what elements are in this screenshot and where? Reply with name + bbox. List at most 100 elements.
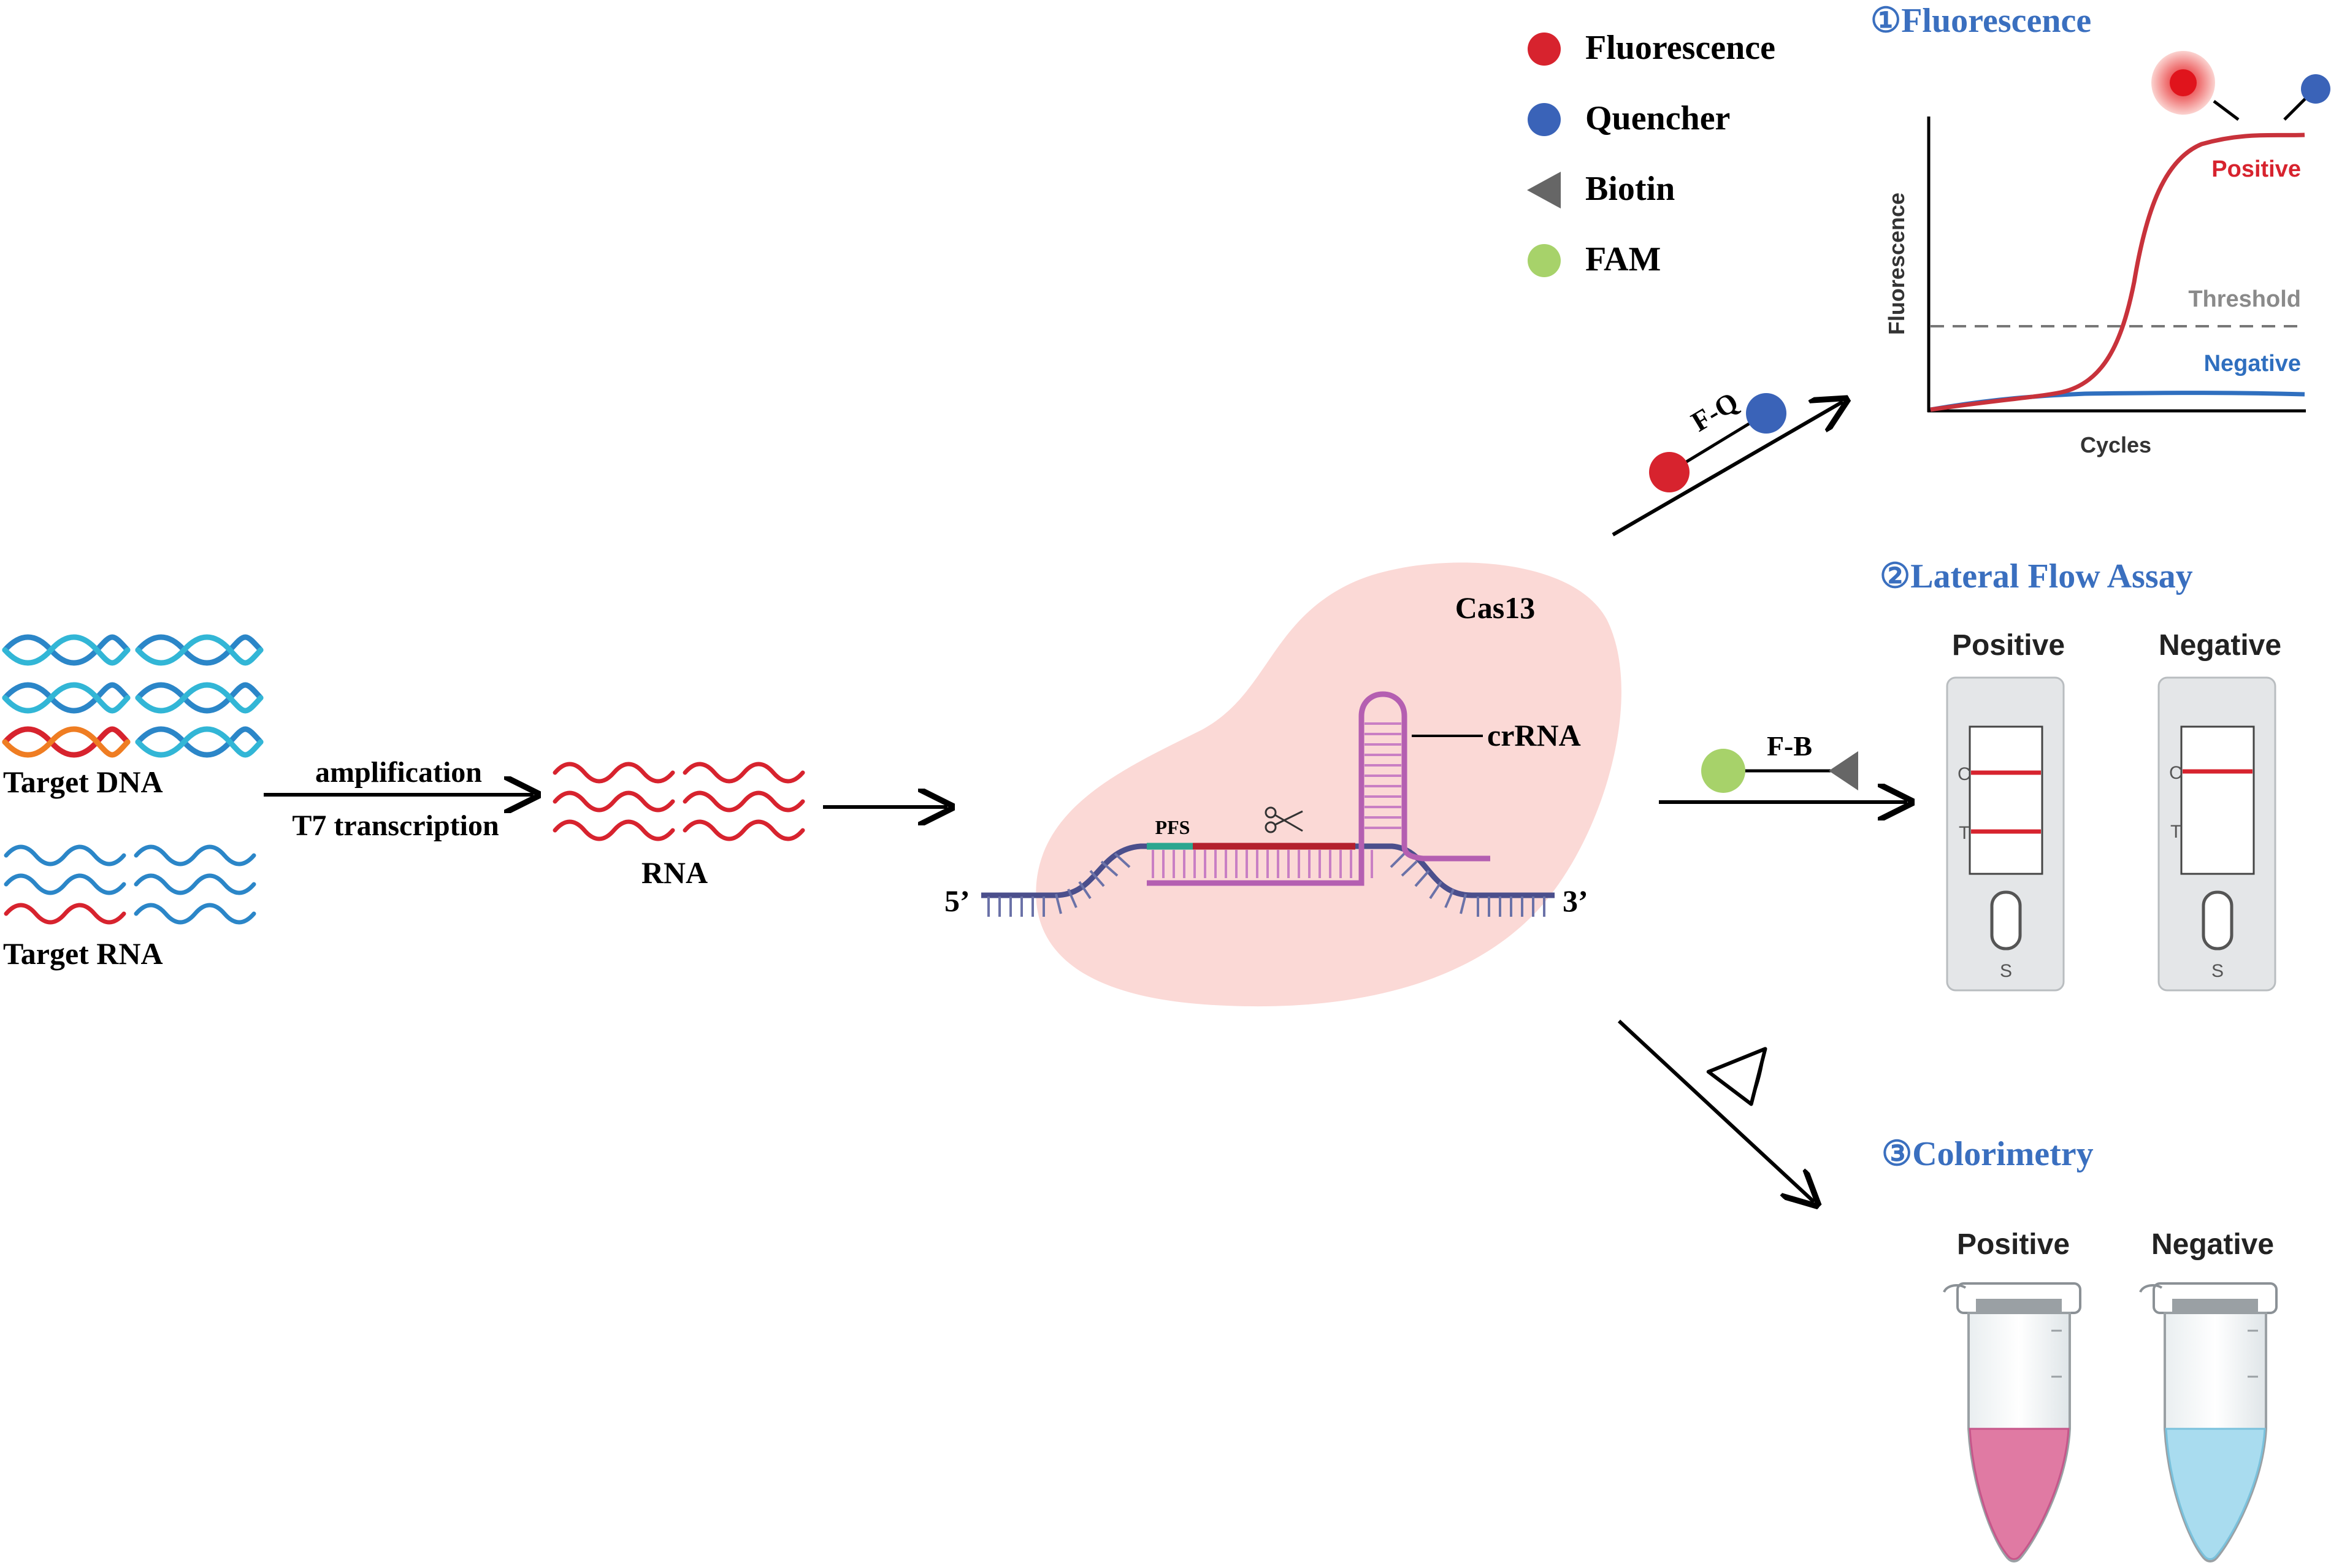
threshold-label: Threshold — [2188, 286, 2301, 312]
target-dna-label: Target DNA — [3, 765, 163, 799]
rna-wave-icon — [134, 844, 256, 866]
dna-helix-icon — [135, 634, 264, 666]
dna-helix-icon — [2, 682, 131, 714]
s-mark: S — [2211, 961, 2224, 981]
biotin-triangle-icon — [1829, 751, 1858, 790]
legend-item-fam: FAM — [1528, 240, 1661, 278]
tube-positive — [1943, 1282, 2081, 1562]
eye-icon — [1706, 1047, 1767, 1106]
rna-copy-icon — [683, 762, 805, 784]
pfs-label: PFS — [1155, 816, 1190, 838]
tube-negative — [2139, 1282, 2278, 1562]
panel-lateral-flow: ②Lateral Flow Assay Positive Negative C … — [1880, 557, 2281, 992]
cas13-complex: Cas13 — [944, 562, 1621, 1007]
fq-branch: F-Q — [1612, 386, 1843, 537]
fam-dot-icon — [1528, 244, 1561, 277]
y-axis-label: Fluorescence — [1884, 193, 1909, 335]
dna-helix-target-icon — [2, 726, 131, 758]
legend-label: Quencher — [1585, 99, 1730, 137]
positive-curve — [1930, 132, 2305, 412]
sample-well — [2202, 890, 2233, 950]
rna-copy-icon — [553, 790, 675, 813]
rna-copy-icon — [683, 819, 805, 841]
rna-wave-icon — [134, 903, 256, 925]
fluorophore-dot-icon — [1649, 452, 1690, 492]
scissors-icon — [1265, 806, 1303, 833]
target-strand-ticks — [987, 852, 1545, 917]
rna-wave-icon — [134, 873, 256, 895]
fb-branch: F-B — [1659, 730, 1907, 802]
negative-curve-label: Negative — [2204, 351, 2301, 377]
legend: Fluorescence Quencher Biotin FAM — [1527, 29, 1775, 278]
dna-helix-icon — [135, 682, 264, 714]
cas13-label: Cas13 — [1455, 591, 1536, 625]
rna-label: RNA — [641, 855, 708, 890]
panel-colorimetry: ③Colorimetry Positive Negative — [1881, 1135, 2278, 1562]
rna-copy-icon — [553, 819, 675, 841]
lfa-positive-label: Positive — [1952, 629, 2065, 662]
fluorescence-dot-icon — [1528, 33, 1561, 66]
rna-wave-target-icon — [4, 903, 126, 925]
fb-label: F-B — [1767, 730, 1812, 762]
rna-wave-icons — [4, 844, 256, 925]
target-rna-label: Target RNA — [3, 936, 163, 971]
target-dna-group: Target DNA — [2, 634, 264, 799]
colorimetry-positive-label: Positive — [1957, 1228, 2070, 1261]
x-axis-label: Cycles — [2080, 432, 2151, 457]
c-mark: C — [1958, 764, 1971, 784]
dna-helix-icons — [2, 634, 264, 758]
colorimetry-arrow — [1617, 1019, 1814, 1202]
lfa-strip-positive: C T S — [1946, 676, 2065, 992]
c-mark: C — [2169, 763, 2183, 783]
fq-arrow — [1612, 402, 1843, 537]
legend-item-fluorescence: Fluorescence — [1528, 29, 1775, 67]
sample-well — [1990, 890, 2022, 950]
amplification-label: amplification — [315, 756, 482, 789]
legend-label: Fluorescence — [1585, 29, 1775, 67]
fq-label: F-Q — [1686, 386, 1743, 438]
five-prime-label: 5’ — [944, 884, 970, 918]
crrna-label: crRNA — [1487, 718, 1581, 752]
three-prime-label: 3’ — [1563, 884, 1588, 918]
cleaved-probe-line — [2213, 100, 2240, 121]
fluorophore-core-icon — [2170, 69, 2197, 96]
cleaved-probe-line — [2283, 97, 2307, 121]
rna-copy-icon — [683, 790, 805, 813]
t-mark: T — [1959, 823, 1970, 843]
negative-liquid — [2165, 1428, 2266, 1560]
legend-item-biotin: Biotin — [1527, 170, 1675, 208]
panel-fluorescence-title: ①Fluorescence — [1870, 2, 2091, 40]
lfa-negative-label: Negative — [2159, 629, 2281, 662]
biotin-triangle-icon — [1527, 172, 1561, 208]
hairpin-rungs — [1365, 722, 1401, 829]
rna-wave-icon — [4, 844, 126, 866]
rna-copy-icons — [553, 762, 805, 841]
quencher-dot-icon — [1528, 103, 1561, 136]
legend-item-quencher: Quencher — [1528, 99, 1730, 137]
legend-label: FAM — [1585, 240, 1661, 278]
t-mark: T — [2170, 822, 2181, 842]
rna-group: RNA — [553, 762, 805, 890]
dna-helix-icon — [135, 726, 264, 758]
quencher-dot-icon — [2301, 74, 2330, 104]
s-mark: S — [2000, 961, 2012, 981]
rna-wave-icon — [4, 873, 126, 895]
quencher-dot-icon — [1746, 393, 1786, 434]
target-rna-group: Target RNA — [3, 844, 256, 971]
legend-label: Biotin — [1585, 170, 1675, 208]
lfa-strip-negative: C T S — [2157, 676, 2276, 992]
colorimetry-negative-label: Negative — [2151, 1228, 2274, 1261]
rna-copy-icon — [553, 762, 675, 784]
colorimetry-branch — [1617, 1019, 1814, 1202]
crrna-strand — [1147, 691, 1490, 886]
panel-fluorescence: ①Fluorescence Fluorescence Cycles Thresh… — [1870, 2, 2330, 457]
dna-helix-icon — [2, 634, 131, 666]
t7-transcription-label: T7 transcription — [292, 809, 499, 842]
panel-colorimetry-title: ③Colorimetry — [1881, 1135, 2094, 1173]
fam-dot-icon — [1701, 749, 1745, 793]
cas13-protein-blob — [1036, 562, 1621, 1007]
positive-liquid — [1969, 1428, 2070, 1560]
positive-curve-label: Positive — [2211, 156, 2301, 182]
panel-lateral-flow-title: ②Lateral Flow Assay — [1880, 557, 2193, 595]
